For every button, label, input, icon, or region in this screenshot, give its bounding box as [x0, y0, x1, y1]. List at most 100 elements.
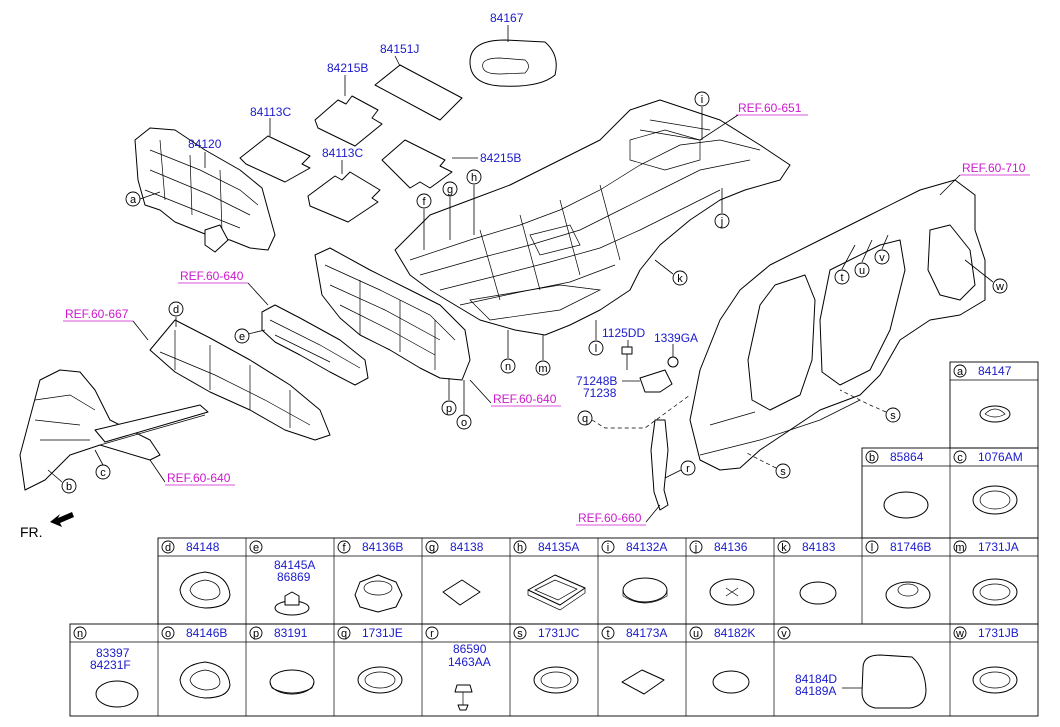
- ref-60-651: REF.60-651: [699, 101, 808, 141]
- legend-cell-f: f 84136B: [337, 540, 403, 613]
- pad-84215B-upper: [314, 95, 383, 147]
- svg-text:b: b: [66, 481, 72, 493]
- legend-cell-d: d 84148: [161, 540, 231, 609]
- svg-text:e: e: [253, 542, 259, 554]
- letter-i: i: [694, 91, 710, 140]
- svg-text:c: c: [100, 467, 106, 479]
- svg-text:REF.60-640: REF.60-640: [180, 269, 244, 283]
- svg-text:86869: 86869: [277, 570, 311, 584]
- letter-j: j: [714, 188, 730, 229]
- legend-cell-t: t 84173A: [601, 626, 667, 695]
- svg-text:u: u: [859, 265, 865, 277]
- body-side-outer: [689, 179, 986, 471]
- bracket-71248B: [639, 369, 673, 393]
- svg-text:86590: 86590: [453, 642, 487, 656]
- letter-w: w: [964, 259, 1008, 294]
- clip-86590-icon: [454, 684, 473, 711]
- svg-text:r: r: [686, 463, 690, 475]
- svg-text:REF.60-640: REF.60-640: [493, 392, 557, 406]
- svg-text:m: m: [955, 542, 964, 554]
- svg-text:FR.: FR.: [20, 524, 43, 540]
- letter-r: r: [664, 460, 696, 479]
- grommet-84148-icon: [179, 571, 231, 609]
- svg-text:84136: 84136: [714, 540, 748, 554]
- svg-text:q: q: [582, 413, 588, 425]
- svg-text:REF.60-640: REF.60-640: [167, 471, 231, 485]
- svg-text:u: u: [693, 628, 699, 640]
- legend-cell-h: h 84135A: [513, 540, 586, 611]
- svg-text:w: w: [995, 281, 1004, 293]
- svg-text:1731JA: 1731JA: [978, 540, 1019, 554]
- plug-1731JB-icon: [972, 666, 1018, 694]
- plug-1731JE-icon: [357, 666, 403, 694]
- legend-cell-b: b 85864: [865, 450, 929, 519]
- svg-text:f: f: [422, 196, 426, 208]
- svg-text:s: s: [890, 410, 896, 422]
- callout-84113C-upper: 84113C: [250, 105, 291, 119]
- svg-text:84136B: 84136B: [362, 540, 403, 554]
- letter-t: t: [834, 244, 856, 285]
- letter-c: c: [94, 449, 111, 480]
- svg-text:a: a: [130, 194, 137, 206]
- svg-text:83191: 83191: [274, 626, 308, 640]
- svg-text:REF.60-660: REF.60-660: [578, 511, 642, 525]
- svg-text:t: t: [840, 272, 843, 284]
- callout-84215B-upper: 84215B: [327, 61, 368, 75]
- front-side-member: [19, 369, 209, 491]
- pad-84113C-lower: [307, 171, 381, 223]
- letter-m: m: [535, 335, 551, 376]
- svg-text:n: n: [77, 628, 83, 640]
- svg-text:d: d: [173, 304, 179, 316]
- legend-cell-c: c 1076AM: [953, 450, 1023, 515]
- svg-text:o: o: [461, 417, 467, 429]
- legend-cell-v: v 84184D 84189A: [777, 626, 927, 709]
- letter-d: d: [168, 301, 184, 327]
- svg-text:84145A: 84145A: [274, 558, 315, 572]
- pad-84173A-icon: [621, 669, 665, 695]
- stud-nut-84145A-icon: [274, 591, 310, 616]
- legend-cell-k: k 84183: [777, 540, 837, 605]
- plug-84136B-icon: [354, 574, 403, 613]
- front-arrow-icon: FR.: [20, 512, 74, 540]
- legend-cell-p: p 83191: [249, 626, 315, 695]
- svg-text:1731JE: 1731JE: [362, 626, 403, 640]
- letter-s-lower: s: [744, 451, 791, 479]
- svg-text:t: t: [606, 628, 609, 640]
- legend-cell-r: r 86590 1463AA: [425, 626, 491, 711]
- svg-text:g: g: [447, 184, 453, 196]
- ref-60-640-bottom: REF.60-640: [149, 459, 235, 486]
- svg-text:84148: 84148: [186, 540, 220, 554]
- svg-text:84183: 84183: [802, 540, 836, 554]
- callout-84167: 84167: [490, 11, 524, 25]
- plug-84136-icon: [709, 578, 755, 606]
- cowl-cross-member: [149, 319, 331, 441]
- svg-text:s: s: [517, 628, 523, 640]
- letter-s-upper: s: [839, 389, 901, 423]
- plug-85864-icon: [883, 491, 929, 519]
- svg-text:b: b: [869, 452, 875, 464]
- plug-1731JA-icon: [972, 578, 1018, 606]
- svg-text:84146B: 84146B: [186, 626, 227, 640]
- legend-cell-l: l 81746B: [865, 540, 931, 609]
- letter-h: h: [466, 169, 482, 235]
- bolt-1125DD: [621, 346, 633, 370]
- legend-cell-u: u 84182K: [689, 626, 755, 694]
- svg-text:84135A: 84135A: [538, 540, 579, 554]
- pad-84167: [469, 39, 557, 87]
- ref-60-640-top: REF.60-640: [178, 269, 269, 306]
- legend-cell-g: g 84138: [425, 540, 484, 606]
- plug-84183-icon: [799, 581, 837, 605]
- svg-text:c: c: [957, 452, 963, 464]
- pad-84151J: [374, 64, 463, 121]
- svg-text:84173A: 84173A: [626, 626, 667, 640]
- letter-v: v: [874, 234, 890, 265]
- svg-text:f: f: [342, 542, 346, 554]
- legend-cell-n: n 83397 84231F: [73, 626, 139, 708]
- svg-text:85864: 85864: [890, 450, 924, 464]
- grommet-84146B-icon: [179, 661, 231, 699]
- svg-text:1731JC: 1731JC: [538, 626, 580, 640]
- svg-text:84132A: 84132A: [626, 540, 667, 554]
- letter-f: f: [416, 193, 432, 250]
- svg-text:p: p: [253, 628, 259, 640]
- svg-text:84189A: 84189A: [795, 684, 836, 698]
